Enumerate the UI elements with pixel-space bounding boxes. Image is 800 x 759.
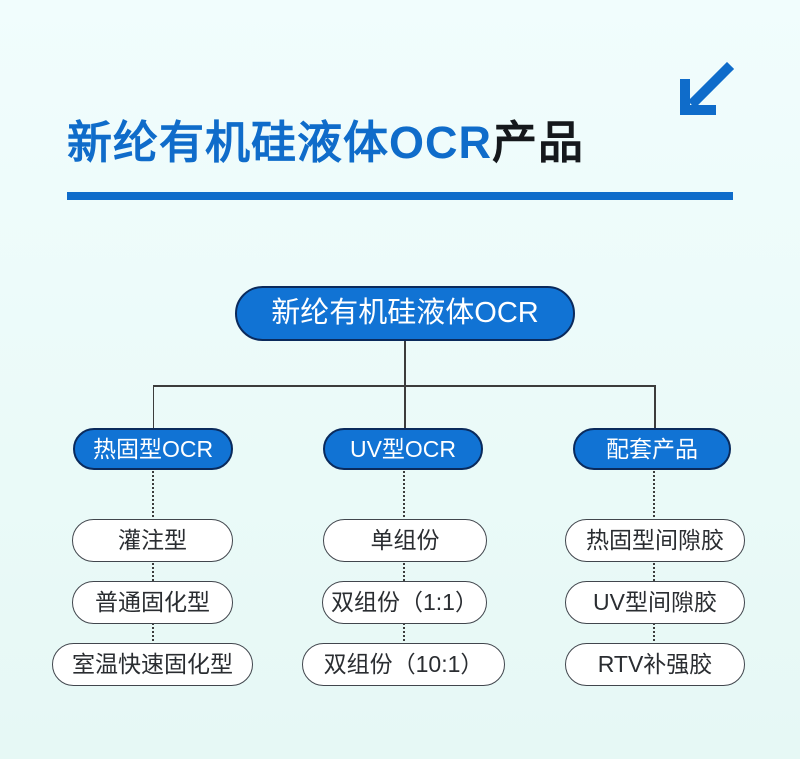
title-underline — [67, 192, 733, 200]
connector-root-vertical — [404, 340, 406, 385]
page-title-highlight: 新纶有机硅液体OCR — [67, 117, 492, 168]
leaf-node-rtv-reinforce-glue: RTV补强胶 — [565, 643, 745, 686]
leaf-node-normal-cure: 普通固化型 — [72, 581, 233, 624]
branch-node-thermal-ocr: 热固型OCR — [73, 428, 233, 470]
arrow-down-left-icon — [680, 62, 734, 115]
leaf-node-uv-gap-glue: UV型间隙胶 — [565, 581, 745, 624]
leaf-node-two-component-10-1: 双组份（10:1） — [302, 643, 505, 686]
leaf-node-one-component: 单组份 — [323, 519, 487, 562]
leaf-node-thermal-gap-glue: 热固型间隙胶 — [565, 519, 745, 562]
connector-drop-uv — [404, 385, 406, 428]
branch-node-accessory: 配套产品 — [573, 428, 731, 470]
leaf-node-two-component-1-1: 双组份（1:1） — [322, 581, 487, 624]
branch-node-uv-ocr: UV型OCR — [323, 428, 483, 470]
connector-drop-accessory — [654, 385, 656, 428]
page-title-rest: 产品 — [492, 117, 585, 168]
page-title: 新纶有机硅液体OCR产品 — [67, 118, 584, 168]
dotted-connector-uv — [403, 468, 405, 660]
leaf-node-room-temp-fast-cure: 室温快速固化型 — [52, 643, 253, 686]
dotted-connector-thermal — [152, 468, 154, 660]
leaf-node-potting: 灌注型 — [72, 519, 233, 562]
root-node: 新纶有机硅液体OCR — [235, 286, 575, 341]
connector-drop-thermal — [152, 385, 154, 428]
dotted-connector-accessory — [653, 468, 655, 660]
